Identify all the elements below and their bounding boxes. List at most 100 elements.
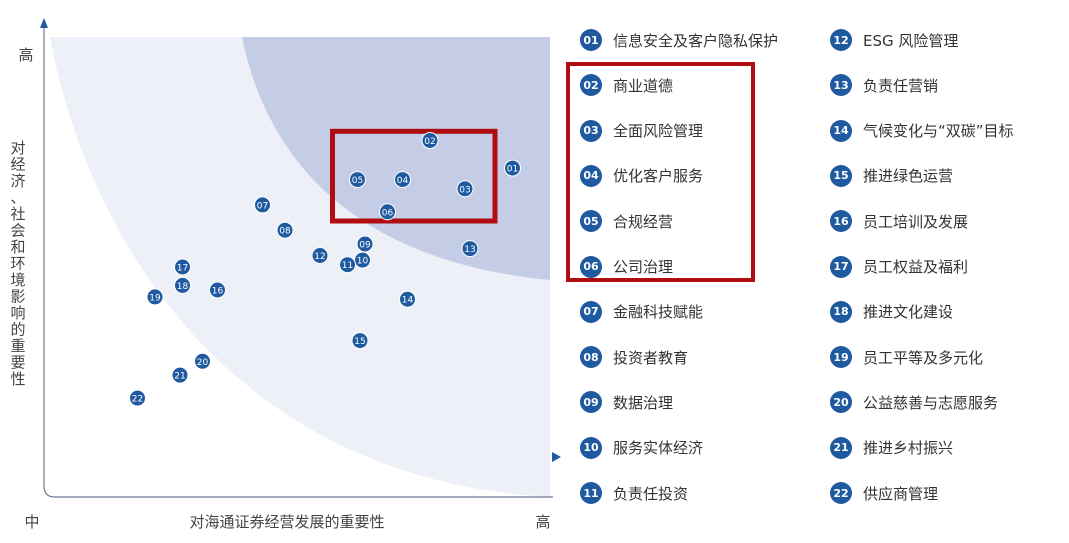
point-marker	[456, 180, 474, 198]
y-axis-label-char: 经	[10, 156, 25, 174]
y-axis-label-char: 对	[10, 139, 25, 157]
point-label: 14	[402, 296, 414, 306]
legend-badge: 21	[830, 436, 852, 459]
point-marker	[129, 389, 146, 407]
point-label: 15	[354, 337, 365, 347]
legend-badge: 10	[580, 436, 602, 459]
point-label: 16	[212, 287, 224, 297]
point-03: 03	[456, 180, 474, 198]
legend-badge: 22	[830, 482, 852, 504]
point-09: 09	[356, 235, 374, 253]
y-axis-label-char: 会	[10, 222, 25, 240]
y-axis-label-char: 济	[10, 172, 25, 190]
point-16: 16	[209, 281, 226, 299]
point-marker	[339, 256, 356, 274]
legend-label: 负责任营销	[863, 76, 939, 95]
y-axis-label-char: 重	[10, 337, 25, 355]
point-label: 18	[177, 282, 189, 292]
y-axis-label-char: 性	[10, 370, 25, 388]
legend-item-05: 05 合规经营	[580, 208, 673, 234]
legend-item-21: 21 推进乡村振兴	[830, 435, 953, 461]
legend-badge: 19	[830, 346, 852, 369]
legend-badge: 06	[580, 255, 602, 278]
point-marker	[174, 258, 191, 276]
point-19: 19	[146, 288, 164, 306]
legend-label: 负责任投资	[613, 484, 689, 503]
legend-badge: 04	[580, 164, 602, 187]
point-marker	[146, 288, 164, 306]
legend-highlight-box	[566, 62, 755, 282]
legend-label: 投资者教育	[613, 348, 689, 367]
legend-label: 推进乡村振兴	[863, 439, 954, 458]
legend-badge: 01	[580, 29, 602, 51]
point-label: 11	[342, 261, 353, 271]
legend-badge: 11	[580, 482, 602, 504]
legend-item-18: 18 推进文化建设	[830, 299, 953, 325]
point-13: 13	[461, 240, 479, 258]
point-label: 08	[279, 227, 291, 237]
legend-badge: 09	[580, 391, 602, 414]
point-marker	[504, 159, 521, 177]
point-marker	[399, 290, 416, 308]
legend-label: 金融科技赋能	[613, 303, 704, 322]
legend-label: ESG 风险管理	[863, 31, 959, 50]
point-label: 22	[132, 395, 143, 405]
legend-label: 公益慈善与志愿服务	[863, 393, 999, 412]
point-label: 10	[357, 257, 369, 267]
legend-badge: 15	[830, 164, 852, 187]
point-17: 17	[174, 258, 191, 276]
legend-label: 推进文化建设	[863, 303, 954, 322]
point-14: 14	[399, 290, 416, 308]
point-15: 15	[351, 332, 369, 350]
point-06: 06	[379, 203, 396, 221]
point-10: 10	[354, 251, 371, 269]
point-01: 01	[504, 159, 521, 177]
point-label: 19	[149, 293, 161, 303]
point-marker	[379, 203, 396, 221]
legend-item-11: 11 负责任投资	[580, 480, 688, 506]
legend-badge: 05	[580, 210, 602, 233]
legend-label: 员工权益及福利	[863, 258, 969, 276]
y-axis-label-char: 和	[10, 238, 25, 256]
x-axis-max-label: 高	[535, 513, 550, 531]
point-07: 07	[254, 196, 271, 214]
legend-label: 服务实体经济	[613, 439, 704, 458]
point-18: 18	[174, 276, 191, 294]
legend-badge: 02	[580, 74, 602, 97]
axis-lines	[43, 28, 553, 498]
point-label: 07	[257, 201, 268, 211]
legend-item-07: 07 金融科技赋能	[580, 299, 703, 325]
point-label: 21	[174, 372, 185, 382]
legend-badge: 14	[830, 119, 852, 142]
point-11: 11	[339, 256, 356, 274]
point-label: 02	[424, 137, 435, 147]
x-axis-min-label: 中	[24, 513, 39, 531]
legend-item-10: 10 服务实体经济	[580, 435, 703, 461]
point-marker	[421, 132, 439, 149]
legend-label: 公司治理	[613, 258, 674, 276]
legend-badge: 18	[830, 300, 852, 323]
point-22: 22	[129, 389, 146, 407]
point-label: 17	[177, 264, 188, 274]
point-12: 12	[311, 247, 329, 264]
chart-highlight-box	[330, 128, 498, 224]
y-axis-arrow-icon	[40, 18, 48, 28]
point-label: 09	[359, 241, 371, 251]
legend-badge: 03	[580, 119, 602, 142]
point-label: 13	[464, 245, 475, 255]
point-label: 03	[459, 185, 470, 195]
point-marker	[351, 332, 369, 350]
legend-label: 合规经营	[613, 212, 674, 231]
legend-badge: 07	[580, 300, 602, 323]
point-marker	[461, 240, 479, 258]
legend-item-06: 06 公司治理	[580, 254, 673, 280]
point-05: 05	[349, 171, 366, 189]
point-marker	[276, 221, 294, 239]
